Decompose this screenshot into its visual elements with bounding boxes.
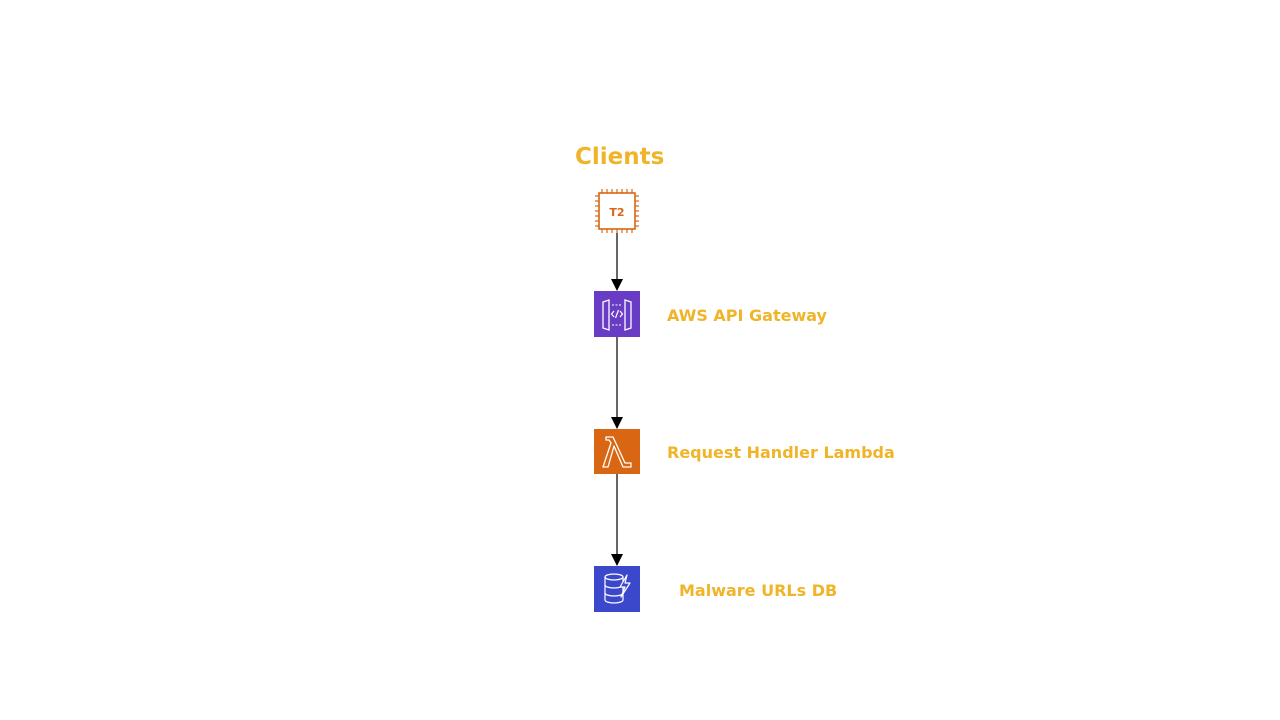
diagram-title: Clients <box>575 144 665 170</box>
dynamodb-icon <box>594 566 640 612</box>
api-gateway-icon <box>594 291 640 337</box>
api-gateway-label: AWS API Gateway <box>667 306 827 325</box>
lambda-icon <box>594 429 640 474</box>
chip-label: T2 <box>609 206 624 219</box>
database-label: Malware URLs DB <box>679 581 838 600</box>
ec2-t2-instance-icon: T2 <box>595 189 639 233</box>
lambda-label: Request Handler Lambda <box>667 443 895 462</box>
